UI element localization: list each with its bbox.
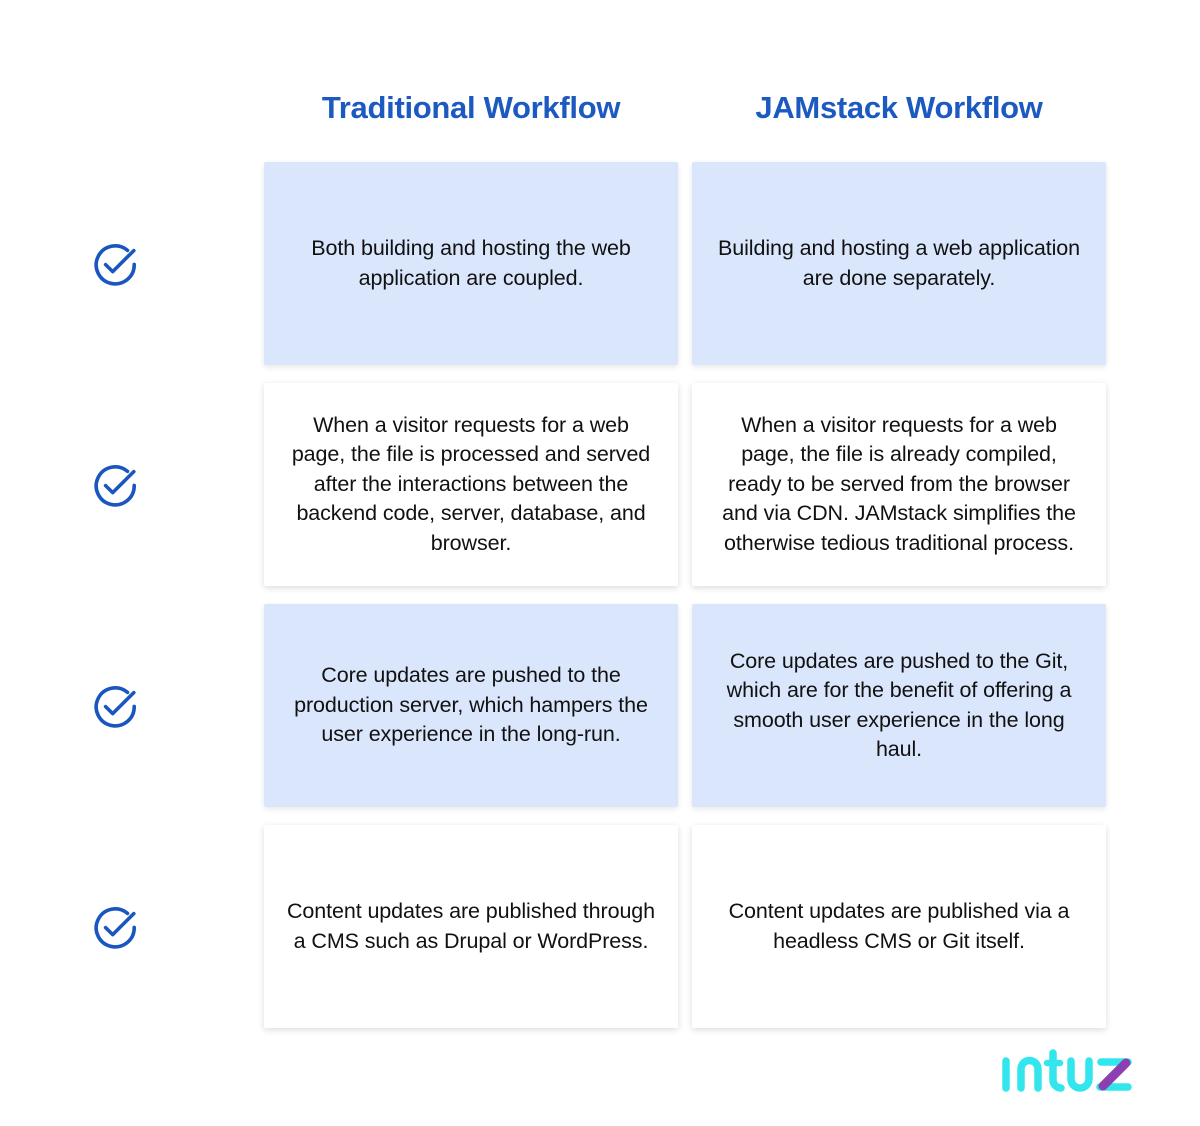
column-headers: Traditional Workflow JAMstack Workflow: [264, 82, 1106, 134]
row-1-traditional-cell: Both building and hosting the web applic…: [264, 162, 678, 365]
row-1-jamstack-text: Building and hosting a web application a…: [718, 236, 1080, 290]
column-header-jamstack: JAMstack Workflow: [692, 82, 1106, 134]
column-header-traditional: Traditional Workflow: [264, 82, 678, 134]
column-header-jamstack-label: JAMstack Workflow: [755, 89, 1043, 125]
row-2-traditional-text: When a visitor requests for a web page, …: [291, 412, 651, 555]
intuz-logo: [1002, 1049, 1132, 1092]
row-3-jamstack-text: Core updates are pushed to the Git, whic…: [726, 648, 1072, 762]
comparison-row: When a visitor requests for a web page, …: [92, 383, 1106, 586]
row-2-cells: When a visitor requests for a web page, …: [264, 383, 1106, 586]
comparison-row: Content updates are published through a …: [92, 825, 1106, 1028]
check-circle-icon: [94, 685, 137, 728]
column-header-traditional-label: Traditional Workflow: [321, 89, 621, 125]
row-4-traditional-text: Content updates are published through a …: [286, 899, 656, 953]
row-1-cells: Both building and hosting the web applic…: [264, 162, 1106, 365]
row-3-jamstack-cell: Core updates are pushed to the Git, whic…: [692, 604, 1106, 807]
row-3-traditional-cell: Core updates are pushed to the productio…: [264, 604, 678, 807]
comparison-row: Core updates are pushed to the productio…: [92, 604, 1106, 807]
row-2-traditional-cell: When a visitor requests for a web page, …: [264, 383, 678, 586]
row-2-jamstack-text: When a visitor requests for a web page, …: [722, 412, 1076, 555]
row-1-traditional-text: Both building and hosting the web applic…: [311, 236, 631, 290]
row-1-jamstack-cell: Building and hosting a web application a…: [692, 162, 1106, 365]
row-2-jamstack-cell: When a visitor requests for a web page, …: [692, 383, 1106, 586]
row-4-jamstack-cell: Content updates are published via a head…: [692, 825, 1106, 1028]
check-circle-icon: [94, 906, 137, 949]
comparison-grid: Both building and hosting the web applic…: [92, 162, 1106, 1028]
row-3-cells: Core updates are pushed to the productio…: [264, 604, 1106, 807]
check-circle-icon: [94, 464, 137, 507]
row-2-icon-cell: [92, 383, 264, 586]
row-4-traditional-cell: Content updates are published through a …: [264, 825, 678, 1028]
comparison-row: Both building and hosting the web applic…: [92, 162, 1106, 365]
row-1-icon-cell: [92, 162, 264, 365]
row-4-icon-cell: [92, 825, 264, 1028]
row-3-traditional-text: Core updates are pushed to the productio…: [294, 663, 648, 747]
row-4-cells: Content updates are published through a …: [264, 825, 1106, 1028]
check-circle-icon: [94, 243, 137, 286]
row-3-icon-cell: [92, 604, 264, 807]
row-4-jamstack-text: Content updates are published via a head…: [728, 899, 1070, 953]
